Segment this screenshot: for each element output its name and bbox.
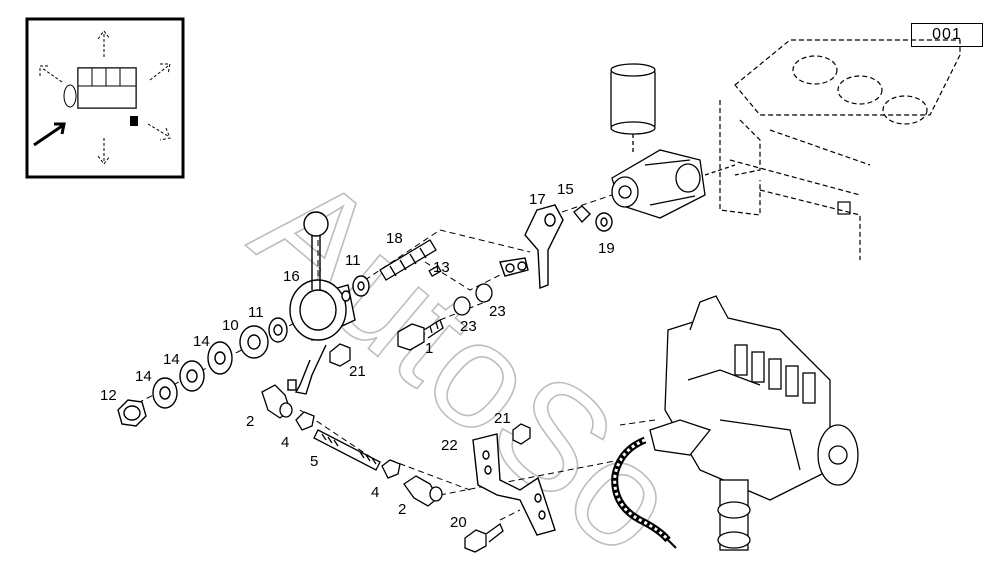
reference-code-box: 001	[911, 23, 983, 47]
callout-13: 13	[433, 259, 450, 276]
bolt-20	[464, 523, 504, 553]
callout-2-upper: 2	[246, 413, 254, 430]
callout-14-b: 14	[163, 351, 180, 368]
callout-17: 17	[529, 191, 546, 208]
callout-11-left: 11	[248, 304, 264, 321]
cable-lever	[287, 279, 356, 395]
callout-21-upper: 21	[349, 363, 366, 380]
callout-15: 15	[557, 181, 574, 198]
washer-stack	[117, 275, 370, 427]
spring-rod	[379, 239, 493, 316]
ball-joint-lower	[381, 459, 443, 507]
callout-20: 20	[450, 514, 467, 531]
lever-knob	[303, 211, 329, 290]
callout-10: 10	[222, 317, 239, 334]
callout-11-right: 11	[345, 252, 361, 269]
callout-23-right: 23	[489, 303, 506, 320]
callout-16: 16	[283, 268, 300, 285]
callout-14-a: 14	[193, 333, 210, 350]
callout-23-left: 23	[460, 318, 477, 335]
nut-21-lower	[512, 423, 531, 445]
threaded-rod-5	[313, 429, 381, 471]
reference-code: 001	[932, 26, 962, 43]
callout-18: 18	[386, 230, 403, 247]
callout-19: 19	[598, 240, 615, 257]
callout-22: 22	[441, 437, 458, 454]
engine-locator-icon	[25, 17, 185, 179]
callout-2-lower: 2	[398, 501, 406, 518]
callout-4-lower: 4	[371, 484, 379, 501]
nut-21-upper	[329, 343, 351, 367]
callout-14-c: 14	[135, 368, 152, 385]
filter-icon	[610, 63, 656, 155]
callout-4-upper: 4	[281, 434, 289, 451]
bracket-17	[499, 204, 613, 289]
bracket-22	[472, 433, 556, 536]
engine-block-icon	[719, 39, 961, 260]
bolt-1	[397, 319, 444, 351]
callout-5: 5	[310, 453, 318, 470]
callout-12: 12	[100, 387, 117, 404]
callout-labels: 1 2 2 4 4 5 10 11 11 12 13 14 14 14 15 1…	[100, 181, 615, 531]
injection-pump-icon	[649, 295, 859, 551]
callout-1: 1	[425, 340, 433, 357]
fuel-transfer-pump	[611, 149, 736, 219]
ball-joint-upper	[261, 384, 315, 431]
callout-21-lower: 21	[494, 410, 511, 427]
